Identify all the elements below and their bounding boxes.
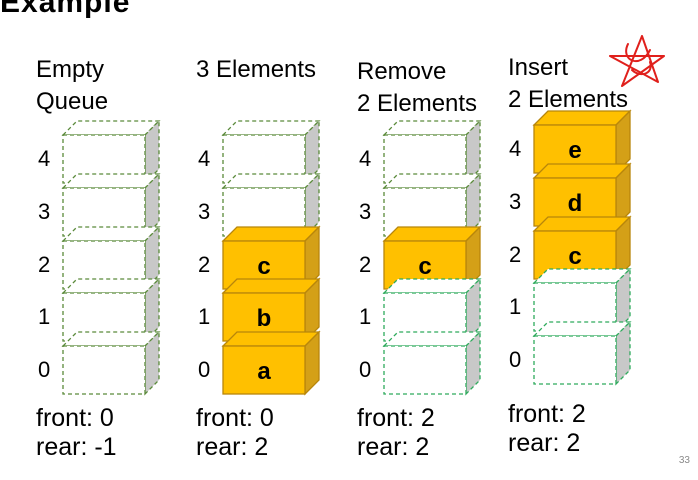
column-heading-insert: Insert 2 Elements bbox=[508, 52, 628, 116]
slot-index: 2 bbox=[198, 252, 211, 277]
slot-index: 4 bbox=[509, 136, 522, 161]
slot-index: 0 bbox=[38, 357, 51, 382]
slot-index: 0 bbox=[359, 357, 372, 382]
slot-index: 1 bbox=[359, 304, 372, 329]
red-star-scribble-icon bbox=[609, 35, 665, 87]
slot-index: 0 bbox=[509, 347, 522, 372]
element-label: b bbox=[257, 305, 272, 332]
slot-index: 3 bbox=[359, 199, 372, 224]
queue-slot-0 bbox=[61, 330, 161, 396]
heading-line-1: Insert bbox=[508, 54, 569, 81]
element-label: e bbox=[568, 137, 581, 164]
slot-index: 1 bbox=[38, 304, 51, 329]
slot-index: 2 bbox=[359, 252, 372, 277]
heading-line-1: Remove bbox=[357, 58, 447, 85]
queue-slot-2: c bbox=[221, 225, 321, 291]
column-footer-0: front: 0 rear: -1 bbox=[36, 404, 117, 462]
slot-index: 1 bbox=[198, 304, 211, 329]
slot-index: 3 bbox=[509, 189, 522, 214]
column-footer-1: front: 0 rear: 2 bbox=[196, 404, 274, 462]
front-value: front: 0 bbox=[196, 404, 274, 432]
slot-index: 3 bbox=[38, 199, 51, 224]
element-label: a bbox=[257, 358, 271, 385]
column-footer-3: front: 2 rear: 2 bbox=[508, 400, 586, 458]
slot-index: 3 bbox=[198, 199, 211, 224]
slide-title: Example bbox=[0, 0, 131, 19]
element-label: c bbox=[418, 253, 431, 280]
front-value: front: 2 bbox=[508, 400, 586, 428]
heading-line-1: Empty bbox=[36, 56, 105, 83]
slot-index: 0 bbox=[198, 357, 211, 382]
page-number: 33 bbox=[678, 455, 690, 466]
slot-index: 2 bbox=[38, 252, 51, 277]
slot-index: 2 bbox=[509, 242, 522, 267]
rear-value: rear: 2 bbox=[196, 433, 269, 461]
heading-line-2: 2 Elements bbox=[508, 86, 629, 113]
front-value: front: 0 bbox=[36, 404, 114, 432]
slot-index: 4 bbox=[38, 146, 51, 171]
column-heading-remove: Remove 2 Elements bbox=[357, 56, 477, 120]
column-footer-2: front: 2 rear: 2 bbox=[357, 404, 435, 462]
heading-line-2: Queue bbox=[36, 88, 109, 115]
queue-slot-0: a bbox=[221, 330, 321, 396]
slot-index: 1 bbox=[509, 294, 522, 319]
heading-line-2: 2 Elements bbox=[357, 90, 478, 117]
element-label: d bbox=[568, 190, 583, 217]
slot-index: 4 bbox=[359, 146, 372, 171]
column-heading-3-elements: 3 Elements bbox=[196, 54, 316, 86]
queue-slot-0 bbox=[532, 320, 632, 386]
heading-line-2: 3 Elements bbox=[196, 56, 317, 83]
rear-value: rear: -1 bbox=[36, 433, 117, 461]
rear-value: rear: 2 bbox=[357, 433, 430, 461]
element-label: c bbox=[257, 253, 270, 280]
rear-value: rear: 2 bbox=[508, 429, 581, 457]
column-heading-empty-queue: Empty Queue bbox=[36, 54, 108, 118]
slot-index: 4 bbox=[198, 146, 211, 171]
queue-slot-0 bbox=[382, 330, 482, 396]
element-label: c bbox=[568, 243, 581, 270]
front-value: front: 2 bbox=[357, 404, 435, 432]
